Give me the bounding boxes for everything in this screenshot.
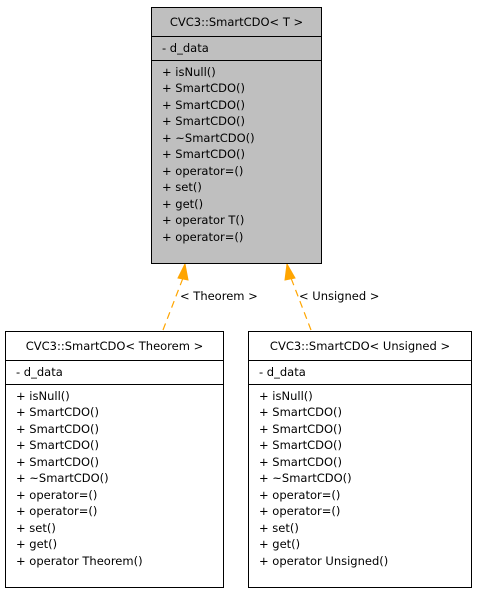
method-item: + set() bbox=[259, 520, 299, 535]
method-item: + set() bbox=[162, 180, 202, 194]
methods-section: + isNull() + SmartCDO() + SmartCDO() + Smar… bbox=[6, 383, 223, 573]
method-item: + SmartCDO() bbox=[162, 97, 245, 112]
edge-label-unsigned: < Unsigned > bbox=[299, 289, 380, 303]
method-item: + SmartCDO() bbox=[259, 405, 342, 419]
method-item: + ~SmartCDO() bbox=[259, 471, 352, 485]
attributes-section: - d_data bbox=[152, 36, 321, 60]
method-item: + isNull() bbox=[162, 64, 216, 79]
methods-section: + isNull() + SmartCDO() + SmartCDO() + Smar… bbox=[152, 59, 321, 249]
method-item: + operator T() bbox=[162, 213, 245, 227]
attribute-item: - d_data bbox=[16, 365, 63, 379]
method-item: + operator=() bbox=[162, 163, 244, 178]
method-item: + SmartCDO() bbox=[16, 438, 99, 452]
attributes-section: - d_data bbox=[249, 360, 471, 384]
method-item: + operator=() bbox=[16, 487, 98, 502]
method-item: + SmartCDO() bbox=[162, 81, 245, 95]
method-item: + get() bbox=[16, 537, 58, 551]
method-item: + SmartCDO() bbox=[162, 114, 245, 128]
method-item: + operator=() bbox=[259, 487, 341, 502]
method-item: + SmartCDO() bbox=[16, 421, 99, 436]
class-title: CVC3::SmartCDO< Theorem > bbox=[25, 339, 204, 353]
method-item: + SmartCDO() bbox=[162, 147, 245, 161]
method-item: + SmartCDO() bbox=[259, 421, 342, 436]
methods-section: + isNull() + SmartCDO() + SmartCDO() + Smar… bbox=[249, 383, 471, 573]
method-item: + SmartCDO() bbox=[16, 405, 99, 419]
method-item: + get() bbox=[259, 537, 301, 551]
method-item: + isNull() bbox=[259, 388, 313, 403]
unsigned-edge bbox=[290, 277, 312, 331]
method-item: + ~SmartCDO() bbox=[16, 471, 109, 485]
unsigned-arrowhead bbox=[284, 262, 296, 281]
class-title: CVC3::SmartCDO< T > bbox=[169, 15, 304, 29]
method-item: + SmartCDO() bbox=[259, 454, 342, 469]
class-smartcdo-unsigned[interactable]: CVC3::SmartCDO< Unsigned > - d_data + is… bbox=[248, 331, 472, 588]
class-title: CVC3::SmartCDO< Unsigned > bbox=[269, 339, 451, 353]
edge-label-theorem: < Theorem > bbox=[180, 289, 258, 303]
attributes-section: - d_data bbox=[6, 360, 223, 384]
method-item: + operator Unsigned() bbox=[259, 553, 389, 568]
method-item: + operator Theorem() bbox=[16, 553, 143, 568]
class-smartcdo-theorem[interactable]: CVC3::SmartCDO< Theorem > - d_data + isN… bbox=[5, 331, 224, 588]
theorem-edge bbox=[162, 277, 184, 331]
class-smartcdo-template[interactable]: CVC3::SmartCDO< T > - d_data + isNull()+… bbox=[151, 7, 322, 264]
method-item: + set() bbox=[16, 520, 56, 535]
theorem-arrowhead bbox=[177, 262, 189, 281]
method-item: + get() bbox=[162, 196, 204, 211]
method-item: + isNull() bbox=[16, 388, 70, 403]
method-item: + operator=() bbox=[162, 229, 244, 244]
method-item: + SmartCDO() bbox=[259, 438, 342, 452]
attribute-item: - d_data bbox=[259, 365, 306, 379]
attribute-item: - d_data bbox=[162, 41, 209, 55]
method-item: + SmartCDO() bbox=[16, 454, 99, 469]
method-item: + operator=() bbox=[16, 504, 98, 518]
method-item: + ~SmartCDO() bbox=[162, 130, 255, 145]
method-item: + operator=() bbox=[259, 504, 341, 518]
